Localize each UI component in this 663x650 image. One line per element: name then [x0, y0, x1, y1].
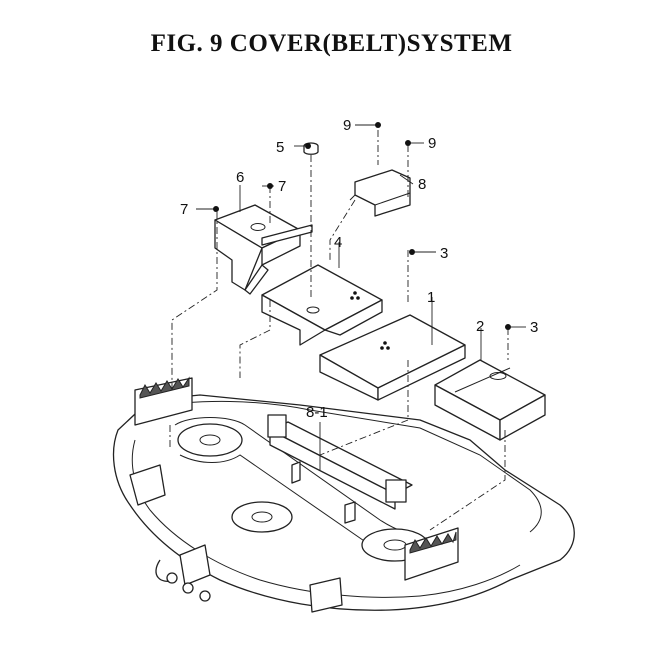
callout-1: 1	[427, 289, 435, 306]
callout-7-center: 7	[278, 178, 286, 195]
callout-dots	[213, 122, 511, 330]
callout-3-lower: 3	[530, 319, 538, 336]
callout-6: 6	[236, 169, 244, 186]
belt-cover-part-4	[261, 264, 383, 346]
callout-4: 4	[334, 234, 342, 251]
figure-title: FIG. 9 COVER(BELT)SYSTEM	[150, 30, 513, 57]
belt-cover-part-1	[319, 314, 466, 401]
callout-5: 5	[276, 139, 284, 156]
callout-labels: 9 9 5 6 7 7 8 4 3 1 2 3 8-1	[180, 117, 538, 421]
callout-8: 8	[418, 176, 426, 193]
cover-part-6	[214, 204, 313, 295]
mower-deck-housing	[112, 376, 575, 613]
callout-8-1: 8-1	[306, 404, 328, 421]
cover-part-2	[434, 359, 546, 441]
callout-7-left: 7	[180, 201, 188, 218]
callout-2: 2	[476, 318, 484, 335]
bracket-part-8	[349, 169, 411, 217]
callout-3-upper: 3	[440, 245, 448, 262]
callout-9-right: 9	[428, 135, 436, 152]
leader-lines	[169, 124, 526, 531]
callout-9-upper: 9	[343, 117, 351, 134]
